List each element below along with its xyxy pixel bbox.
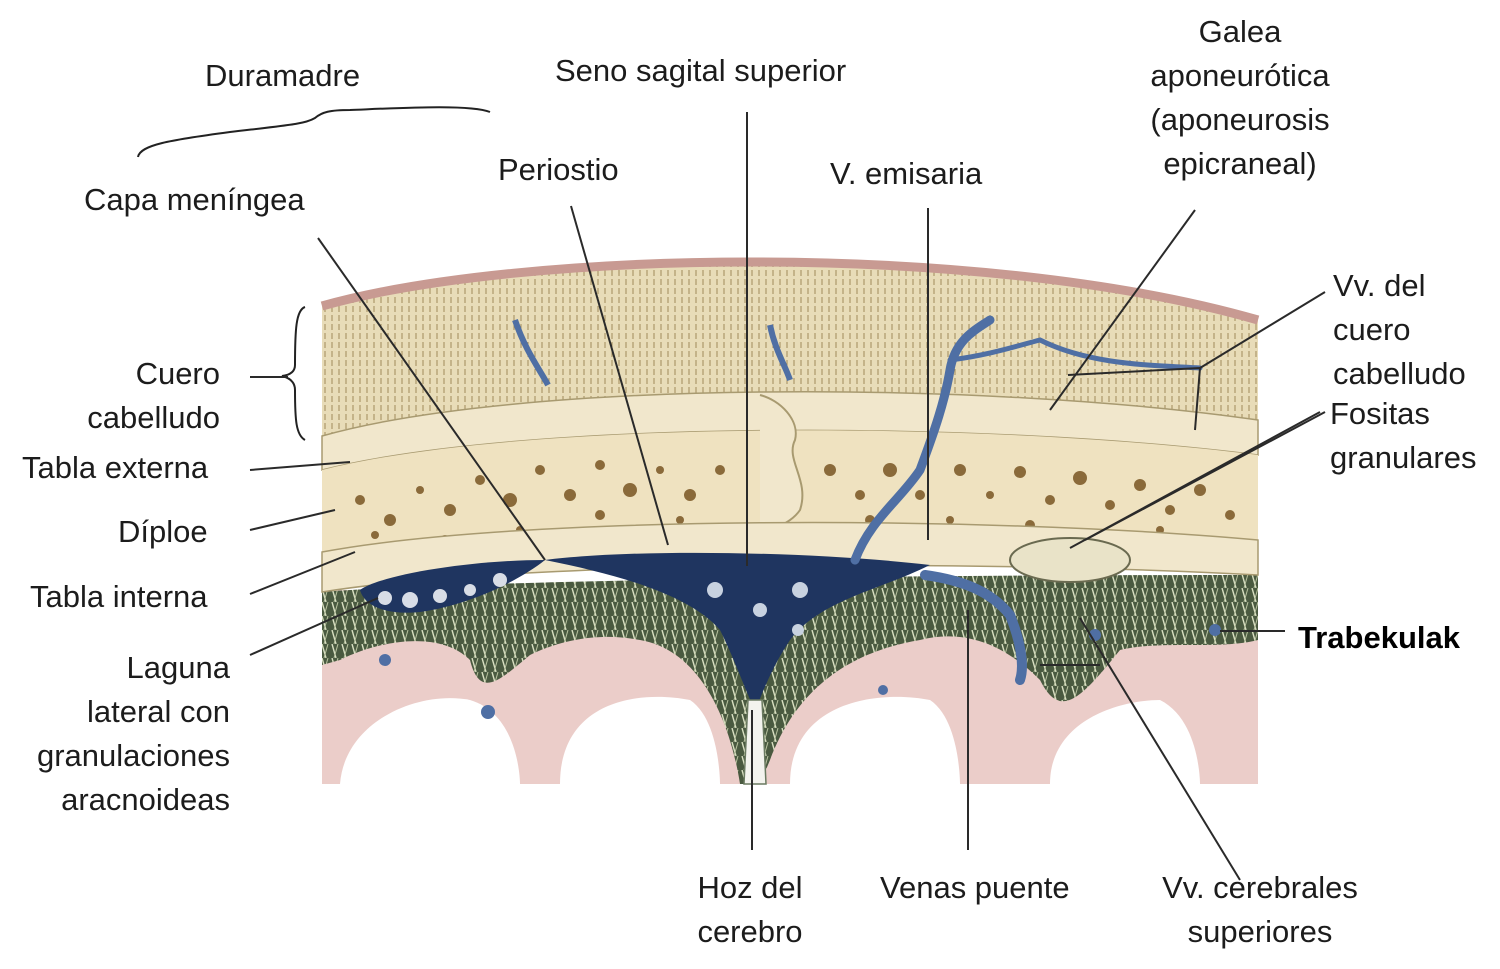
subarachnoid-space <box>322 575 1258 784</box>
superior-sagittal-sinus <box>545 552 930 710</box>
label-galea-line1: Galea <box>1198 14 1282 49</box>
label-periostio: Periostio <box>498 152 619 187</box>
leader-lines <box>249 112 1326 881</box>
label-galea-line2: aponeurótica <box>1150 58 1330 93</box>
scalp-vein-small-2 <box>767 324 793 381</box>
label-fositas-line1: Fositas <box>1330 396 1430 431</box>
scalp-vein <box>947 337 1203 371</box>
label-cuero-line2: cabelludo <box>87 400 220 435</box>
label-laguna-line3: granulaciones <box>36 738 230 773</box>
label-trabekulak: Trabekulak <box>1298 620 1460 655</box>
label-vv-cuero: Vv. del cuero cabelludo <box>1333 264 1466 396</box>
label-tabla-interna: Tabla interna <box>30 579 208 614</box>
label-cuero-cabelludo: Cuero cabelludo <box>40 352 220 440</box>
emissary-vein <box>850 315 995 565</box>
sinus-granulations <box>707 582 808 636</box>
label-hoz: Hoz del cerebro <box>670 866 830 954</box>
label-hoz-line1: Hoz del <box>697 870 803 905</box>
label-hoz-line2: cerebro <box>697 914 803 949</box>
label-laguna-line4: aracnoideas <box>61 782 230 817</box>
label-v-emisaria: V. emisaria <box>830 156 983 191</box>
label-venas-puente: Venas puente <box>880 870 1070 905</box>
bridging-vein <box>920 570 1027 685</box>
label-vv-cuero-line3: cabelludo <box>1333 356 1466 391</box>
label-cuero-line1: Cuero <box>135 356 220 391</box>
scalp-brace <box>281 306 306 441</box>
falx-cerebri <box>743 699 767 785</box>
label-vv-cerebrales-line1: Vv. cerebrales <box>1162 870 1358 905</box>
label-vv-cuero-line1: Vv. del <box>1333 268 1426 303</box>
label-vv-cerebrales-line2: superiores <box>1187 914 1333 949</box>
label-fositas-line2: granulares <box>1330 440 1477 475</box>
cortical-vessels <box>379 624 1221 719</box>
label-diploe: Díploe <box>118 514 208 549</box>
label-laguna-line1: Laguna <box>126 650 230 685</box>
arachnoid-granulations <box>378 573 507 608</box>
label-tabla-externa: Tabla externa <box>22 450 209 485</box>
brain-white-matter <box>340 696 1200 784</box>
label-galea-line3: (aponeurosis <box>1150 102 1330 137</box>
label-laguna: Laguna lateral con granulaciones aracnoi… <box>10 646 230 822</box>
label-capa-meningea: Capa meníngea <box>84 182 305 217</box>
label-galea: Galea aponeurótica (aponeurosis epicrane… <box>1130 10 1350 186</box>
label-fositas: Fositas granulares <box>1330 392 1476 480</box>
label-vv-cuero-line2: cuero <box>1333 312 1411 347</box>
granular-foveola <box>1009 537 1131 583</box>
skin-line <box>320 257 1260 325</box>
label-seno-sagital: Seno sagital superior <box>555 53 847 88</box>
scalp-vein-small-1 <box>512 319 551 387</box>
label-laguna-line2: lateral con <box>86 694 230 729</box>
label-duramadre: Duramadre <box>205 58 361 93</box>
scalp-layer <box>322 261 1258 436</box>
dura-brace <box>137 106 491 158</box>
label-galea-line4: epicraneal) <box>1163 146 1317 181</box>
label-vv-cerebrales: Vv. cerebrales superiores <box>1140 866 1380 954</box>
